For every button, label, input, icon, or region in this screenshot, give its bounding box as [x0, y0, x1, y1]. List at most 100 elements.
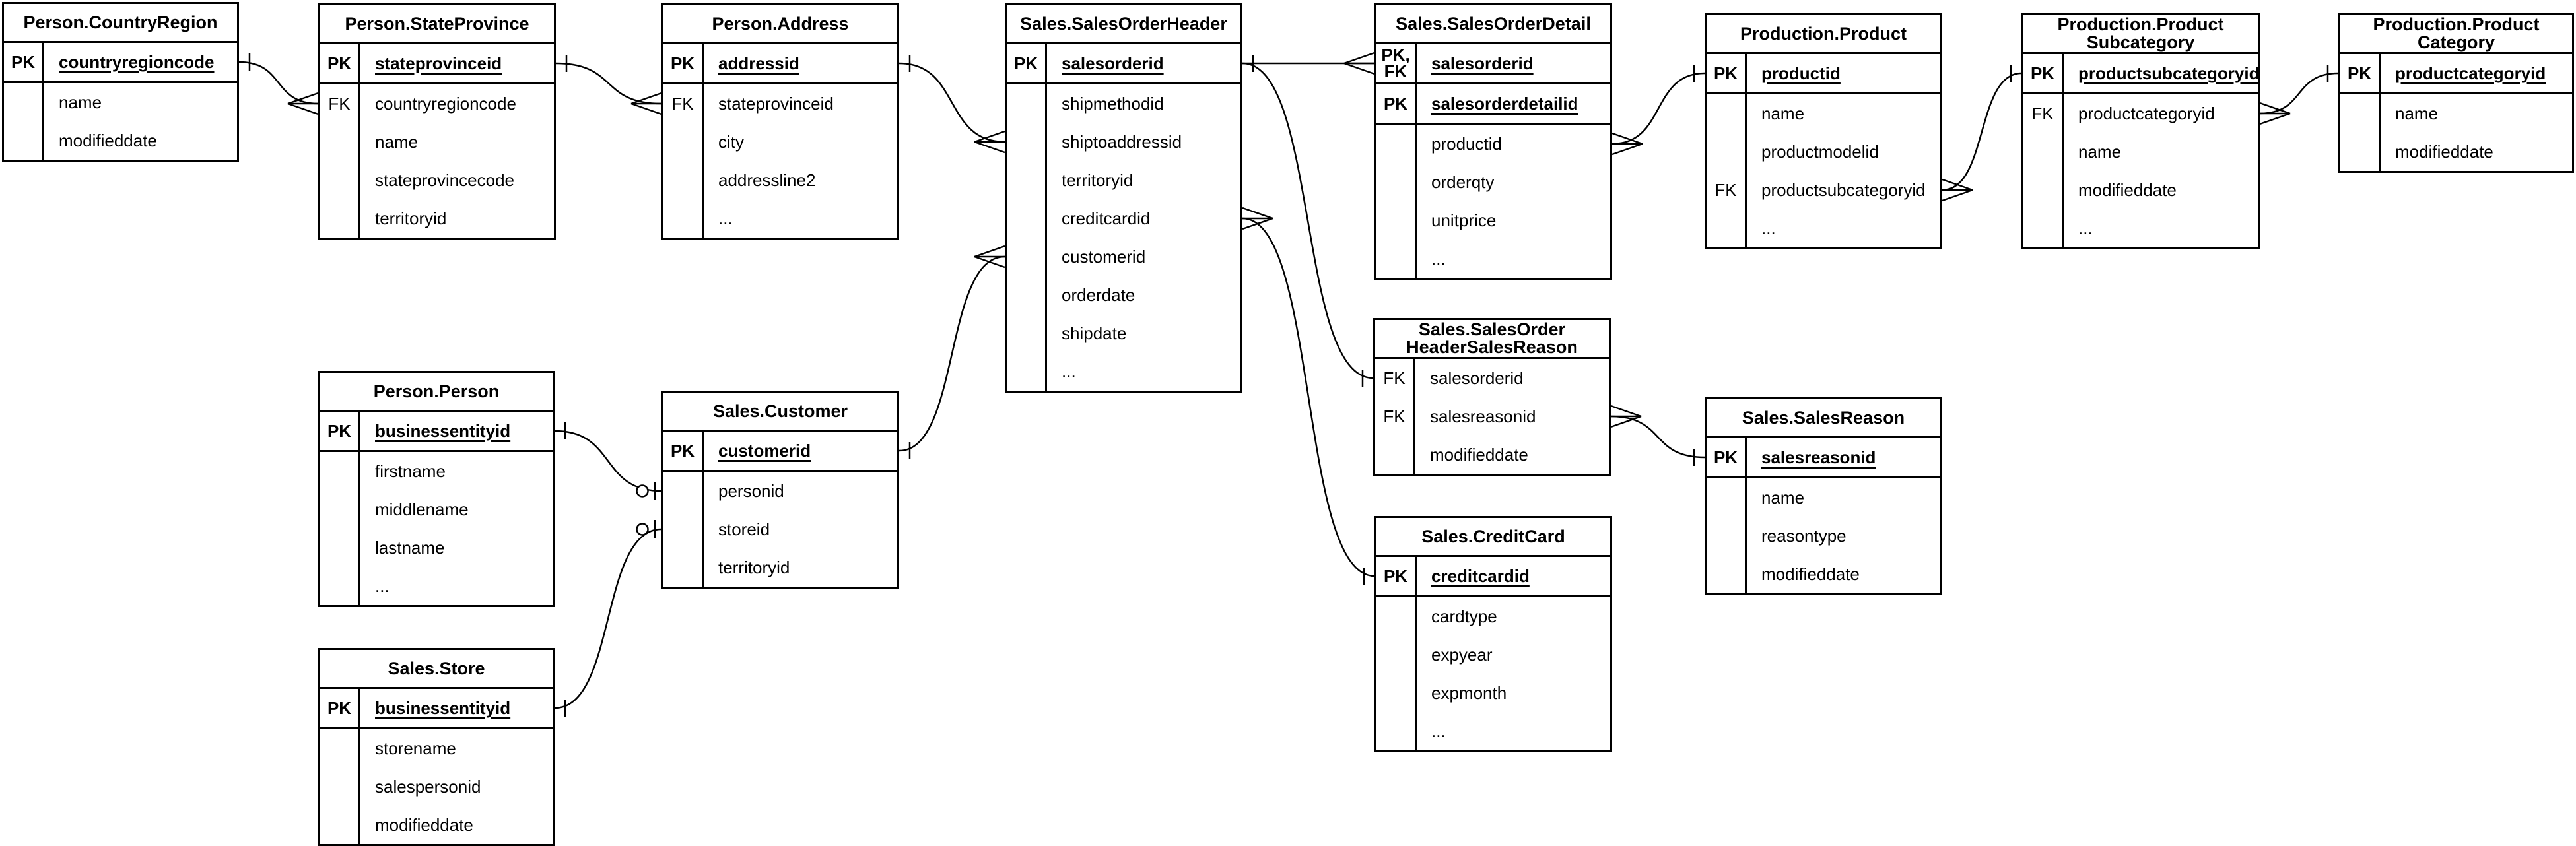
column-label: customerid — [1062, 246, 1146, 267]
column-label: ... — [1431, 248, 1446, 269]
key-badge: PK — [663, 44, 704, 82]
column-label: productid — [1761, 63, 1841, 83]
entity-title: Sales.SalesReason — [1707, 399, 1940, 438]
column-label: name — [59, 92, 102, 112]
column-label: expmonth — [1431, 682, 1507, 703]
key-badge: PK — [1376, 84, 1417, 123]
key-badge — [320, 729, 360, 767]
entity-row: middlename — [320, 490, 553, 529]
key-badge: PK — [320, 412, 360, 450]
column-label: productsubcategoryid — [1761, 179, 1926, 200]
relationship-order_header-hsr — [1242, 55, 1374, 387]
key-badge — [1376, 125, 1417, 163]
column-label: salesorderdetailid — [1431, 93, 1578, 114]
column-label: territoryid — [718, 557, 790, 577]
relationship-person-customer — [554, 422, 662, 500]
key-badge — [320, 199, 360, 238]
entity-row: ... — [1007, 352, 1240, 391]
relationship-subcategory-category — [2259, 65, 2339, 125]
entity-row: ... — [1376, 240, 1610, 278]
relationship-store-customer — [554, 520, 662, 717]
entity-row: addressline2 — [663, 161, 897, 199]
column-label: stateprovincecode — [375, 170, 515, 190]
column-label: middlename — [375, 499, 469, 519]
column-label: modifieddate — [1761, 564, 1860, 584]
entity-row: city — [663, 123, 897, 161]
key-badge: FK — [2023, 94, 2064, 133]
entity-row: stateprovincecode — [320, 161, 554, 199]
entity-title: Sales.SalesOrderDetail — [1376, 5, 1610, 44]
column-label: shipdate — [1062, 323, 1127, 343]
entity-row: storename — [320, 729, 553, 767]
key-badge — [1376, 163, 1417, 201]
relationship-state_province-address — [555, 55, 662, 115]
column-label: storename — [375, 738, 456, 758]
key-badge: PK — [320, 44, 360, 82]
key-badge — [1376, 201, 1417, 240]
entity-row: name — [1707, 478, 1940, 517]
column-label: customerid — [718, 440, 811, 461]
key-badge: PK — [2023, 54, 2064, 92]
entity-title: Sales.CreditCard — [1376, 518, 1610, 557]
relationship-order_header-order_detail — [1242, 51, 1375, 75]
column-label: ... — [2078, 218, 2093, 238]
key-badge: PK — [1707, 54, 1747, 92]
column-label: salesorderid — [1430, 368, 1524, 388]
key-badge: FK — [663, 84, 704, 123]
column-label: salespersonid — [375, 776, 481, 797]
key-badge: PK — [1707, 438, 1747, 476]
key-badge — [1007, 238, 1047, 276]
key-badge — [320, 161, 360, 199]
column-label: ... — [718, 208, 733, 228]
column-label: salesreasonid — [1430, 406, 1536, 426]
column-label: addressline2 — [718, 170, 816, 190]
key-badge — [1707, 555, 1747, 593]
key-badge — [1707, 94, 1747, 133]
column-label: modifieddate — [59, 130, 157, 150]
relationship-hsr-sales_reason — [1610, 405, 1705, 466]
entity-row: shipdate — [1007, 314, 1240, 352]
entity-row: name — [2023, 133, 2258, 171]
relationship-customer-order_header — [898, 245, 1005, 459]
column-label: stateprovinceid — [375, 53, 502, 73]
entity-row: PK salesorderdetailid — [1376, 84, 1610, 123]
entity-row: unitprice — [1376, 201, 1610, 240]
entity-row: name — [320, 123, 554, 161]
key-badge — [1707, 517, 1747, 555]
entity-title: Production.Product — [1707, 15, 1940, 54]
entity-row: name — [4, 83, 237, 121]
column-label: firstname — [375, 461, 446, 481]
entity-section: name modifieddate — [4, 81, 237, 160]
entity-title: Person.StateProvince — [320, 5, 554, 44]
column-label: productid — [1431, 133, 1502, 154]
key-badge — [1707, 478, 1747, 517]
relationship-country_region-state_province — [238, 53, 319, 115]
key-badge — [663, 472, 704, 510]
column-label: expyear — [1431, 644, 1493, 665]
